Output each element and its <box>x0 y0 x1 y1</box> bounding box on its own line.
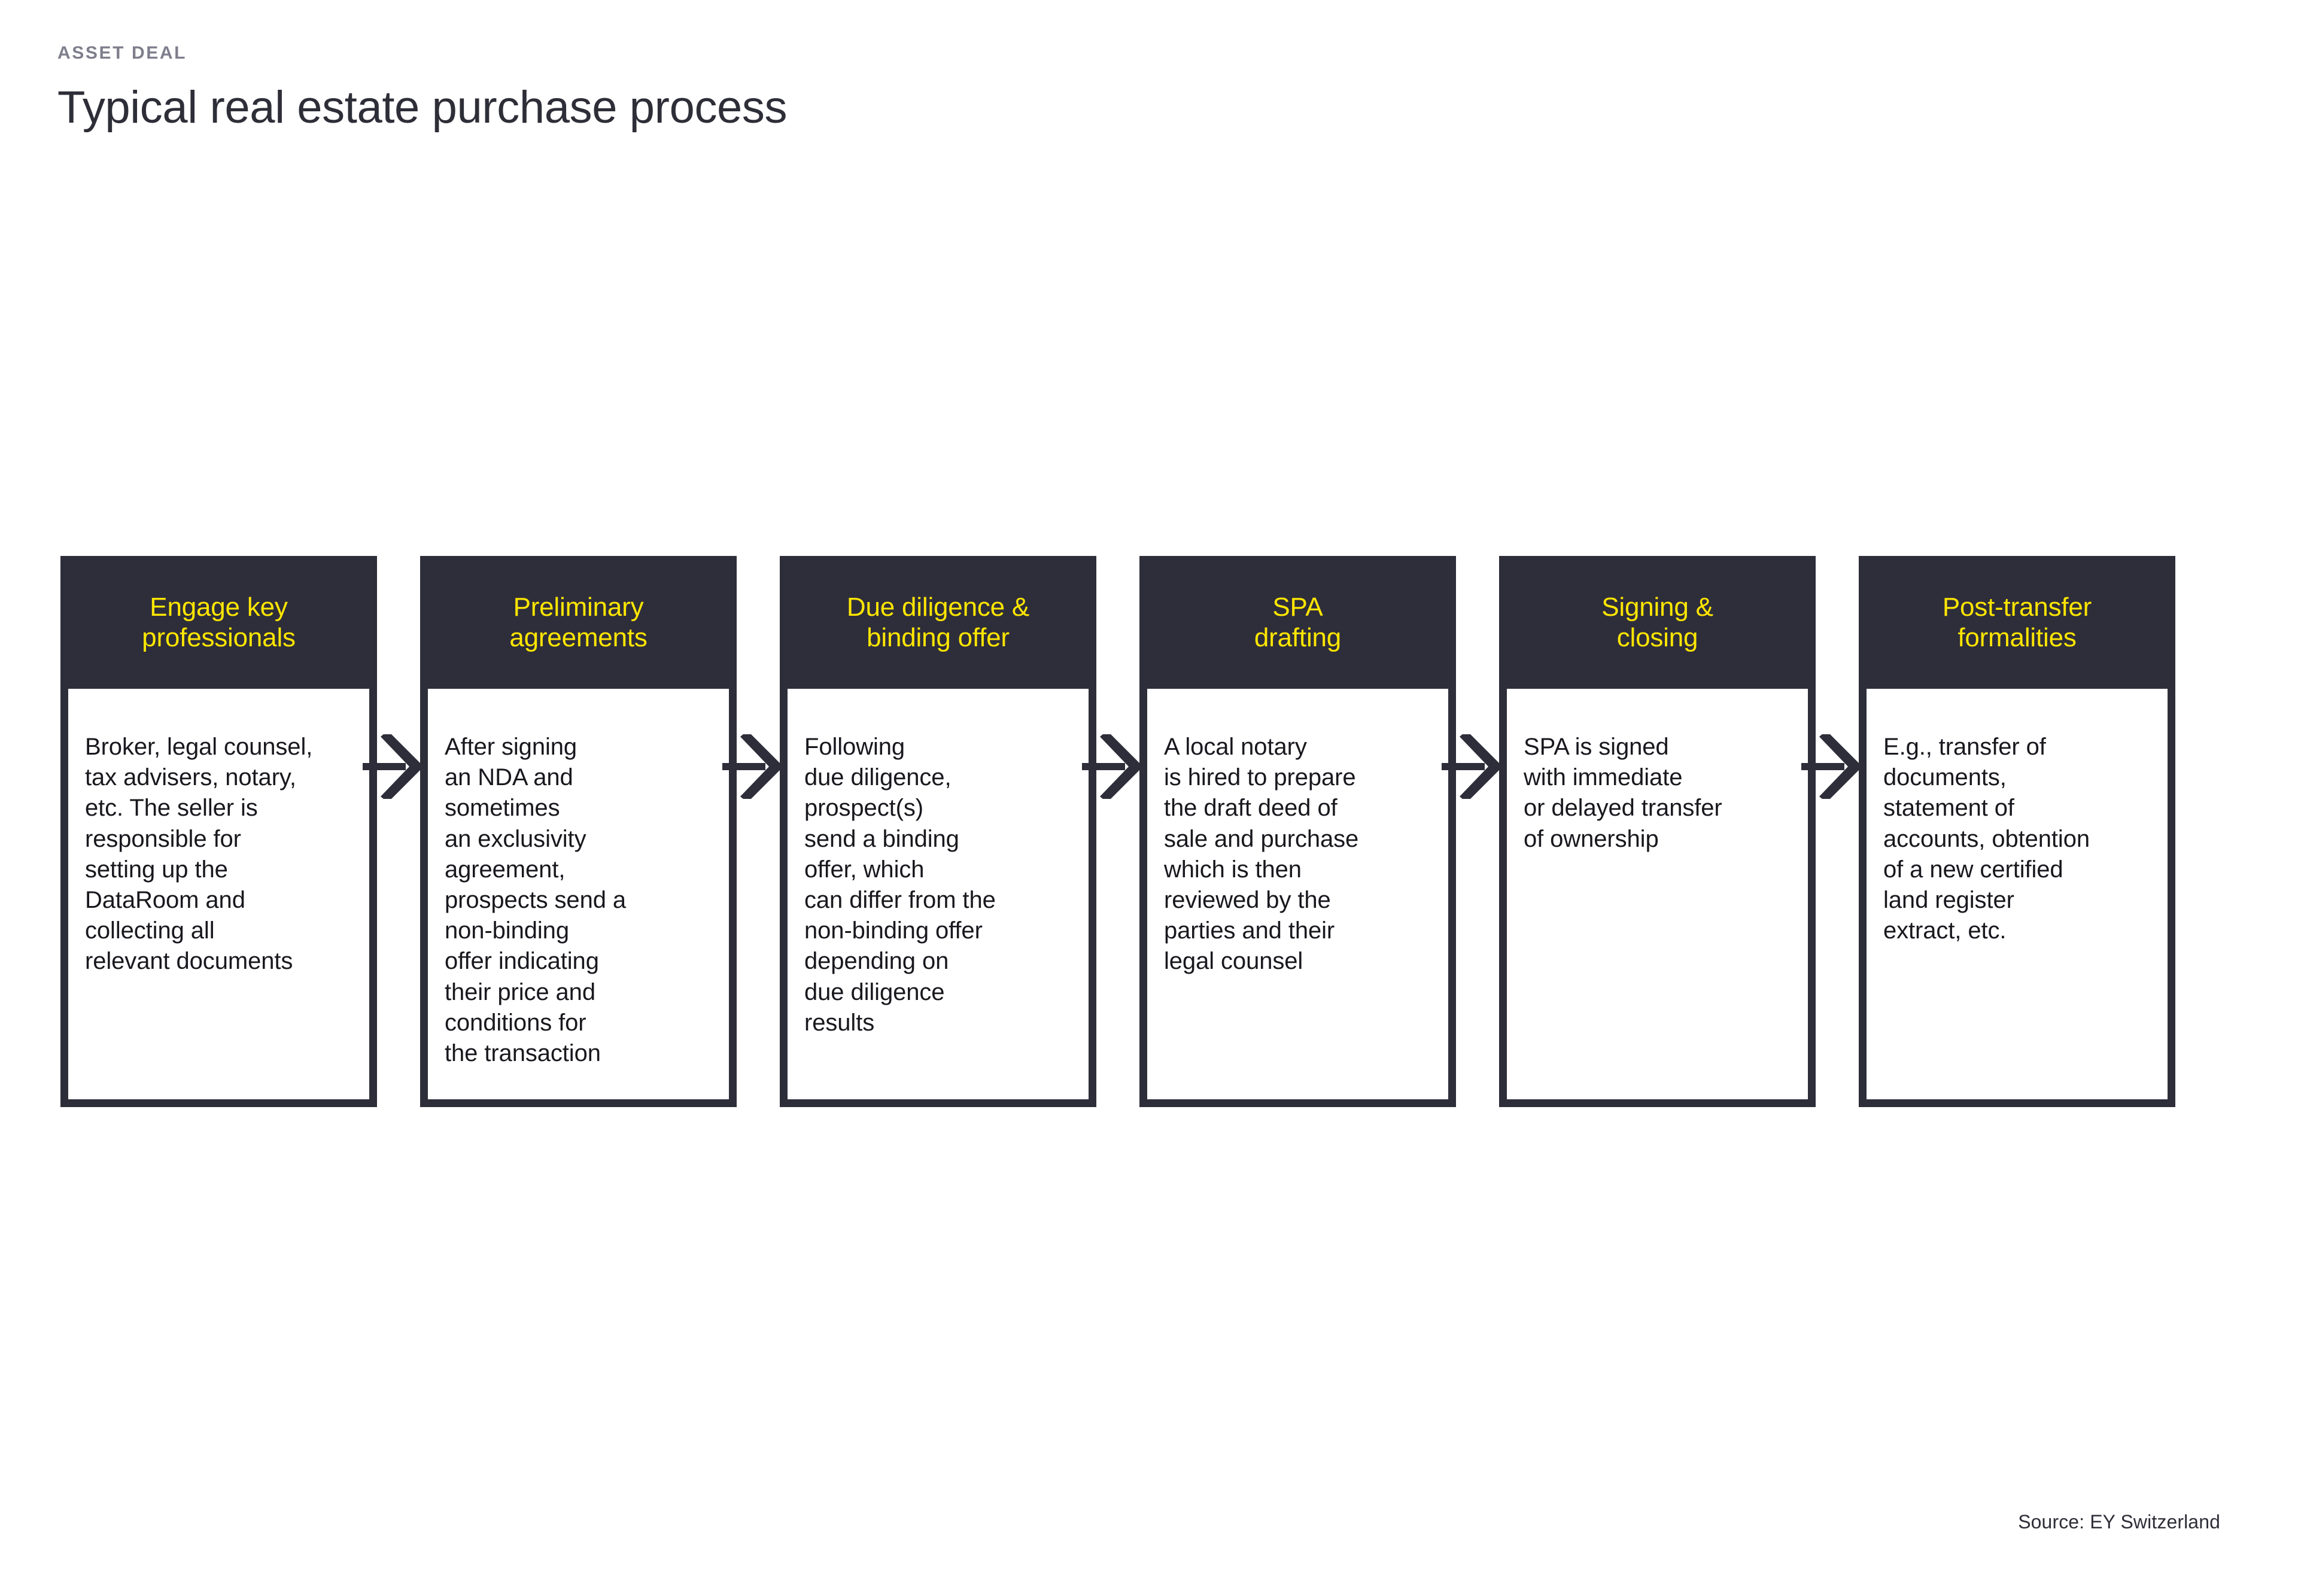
page-title: Typical real estate purchase process <box>57 82 788 133</box>
process-step-body: Broker, legal counsel, tax advisers, not… <box>60 689 377 1107</box>
process-step-header: Engage key professionals <box>60 556 377 689</box>
process-step-header: Signing & closing <box>1499 556 1816 689</box>
process-step-title: Post-transfer formalities <box>1942 592 2092 652</box>
process-step-spa-drafting[interactable]: SPA drafting A local notary is hired to p… <box>1139 556 1456 1107</box>
process-step-header: Due diligence & binding offer <box>780 556 1096 689</box>
process-step-title: Signing & closing <box>1601 592 1713 652</box>
process-step-title: Preliminary agreements <box>509 592 648 652</box>
process-step-title: Engage key professionals <box>142 592 296 652</box>
process-step-description: A local notary is hired to prepare the d… <box>1164 734 1359 975</box>
source-note: Source: EY Switzerland <box>2018 1511 2220 1533</box>
process-step-body: E.g., transfer of documents, statement o… <box>1859 689 2175 1107</box>
process-step-description: Broker, legal counsel, tax advisers, not… <box>85 734 313 975</box>
process-step-body: SPA is signed with immediate or delayed … <box>1499 689 1816 1107</box>
eyebrow-label: ASSET DEAL <box>57 43 187 63</box>
page-header: ASSET DEAL Typical real estate purchase … <box>57 43 1613 133</box>
process-step-body: Following due diligence, prospect(s) sen… <box>780 689 1096 1107</box>
process-step-header: Post-transfer formalities <box>1859 556 2175 689</box>
process-step-title: Due diligence & binding offer <box>846 592 1030 652</box>
process-step-description: After signing an NDA and sometimes an ex… <box>445 734 627 1066</box>
process-step-body: A local notary is hired to prepare the d… <box>1139 689 1456 1107</box>
process-step-description: Following due diligence, prospect(s) sen… <box>804 734 996 1036</box>
process-step-description: SPA is signed with immediate or delayed … <box>1524 734 1722 852</box>
process-step-header: Preliminary agreements <box>420 556 737 689</box>
process-step-body: After signing an NDA and sometimes an ex… <box>420 689 737 1107</box>
process-step-description: E.g., transfer of documents, statement o… <box>1883 734 2090 944</box>
process-step-header: SPA drafting <box>1139 556 1456 689</box>
process-step-title: SPA drafting <box>1254 592 1342 652</box>
